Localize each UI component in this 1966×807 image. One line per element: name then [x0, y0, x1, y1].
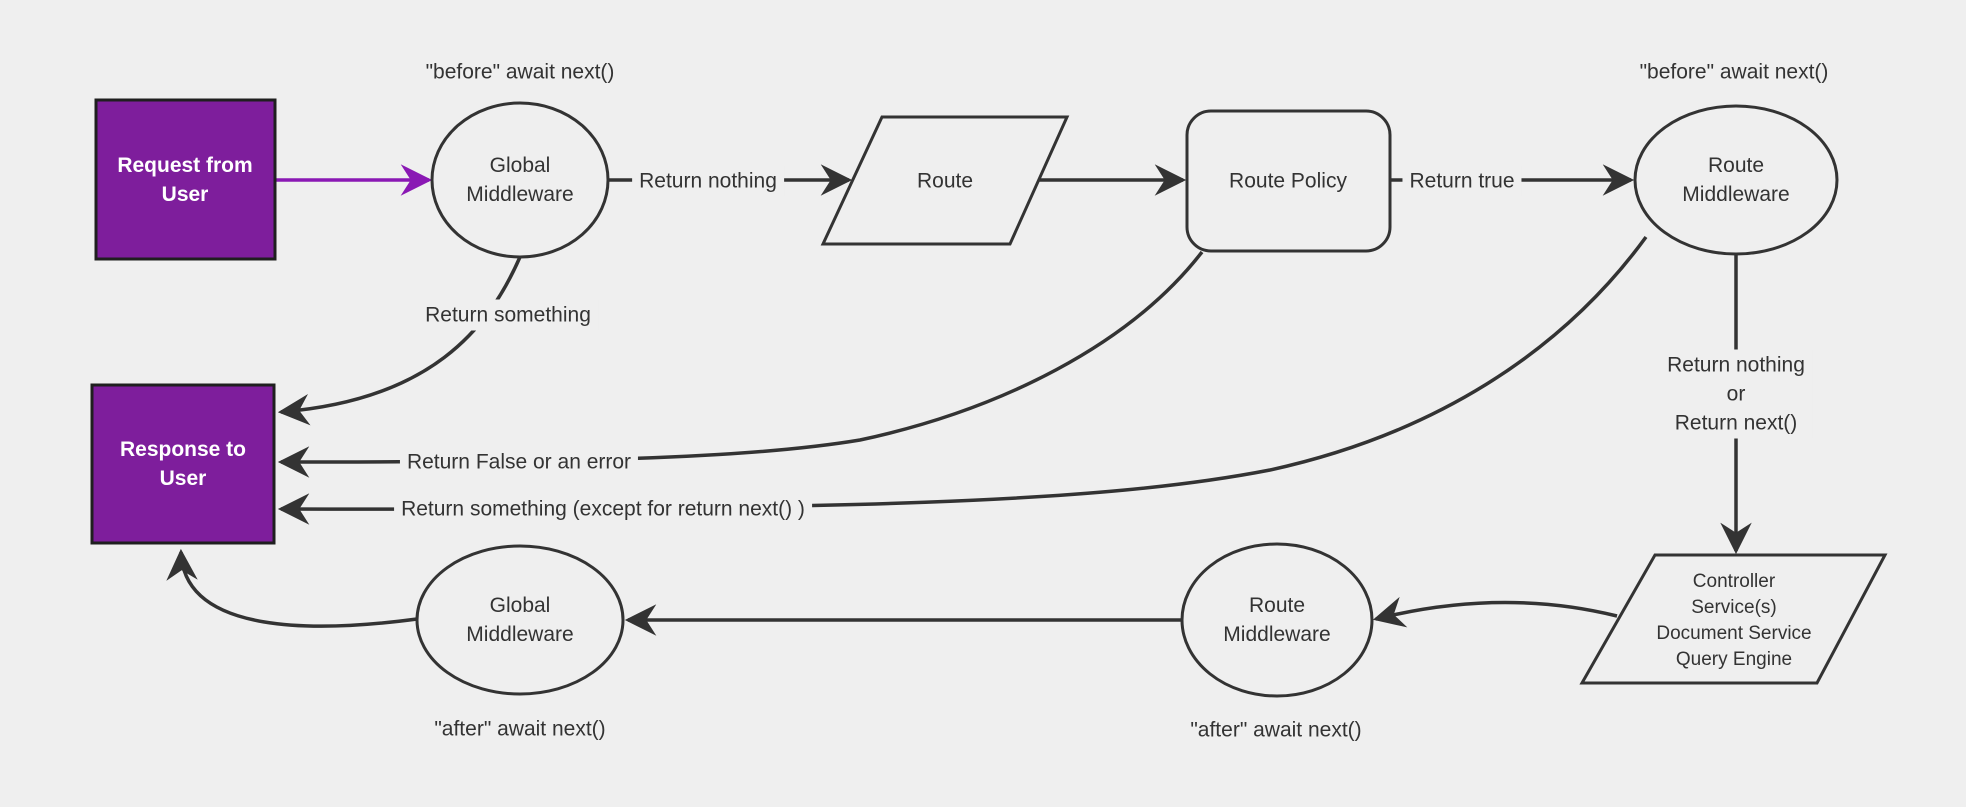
global-middleware-bottom-node: [415, 544, 625, 696]
route-policy-node: [1185, 109, 1392, 253]
global-middleware-top-node: [430, 101, 610, 259]
edge-return-false-to-response: [277, 250, 1204, 478]
response-to-user-node: [90, 383, 276, 545]
edge-return-except-to-response: [277, 235, 1648, 525]
controller-services-node: [1579, 553, 1888, 685]
request-from-user-node: [94, 98, 277, 261]
route-middleware-top-node: [1633, 104, 1839, 256]
edge-global-middleware-to-response: [166, 548, 418, 628]
route-middleware-bottom-node: [1180, 542, 1374, 698]
edge-return-something-to-response: [277, 256, 522, 426]
route-node: [820, 115, 1070, 246]
edge-controller-to-route-middleware-after: [1372, 596, 1618, 628]
